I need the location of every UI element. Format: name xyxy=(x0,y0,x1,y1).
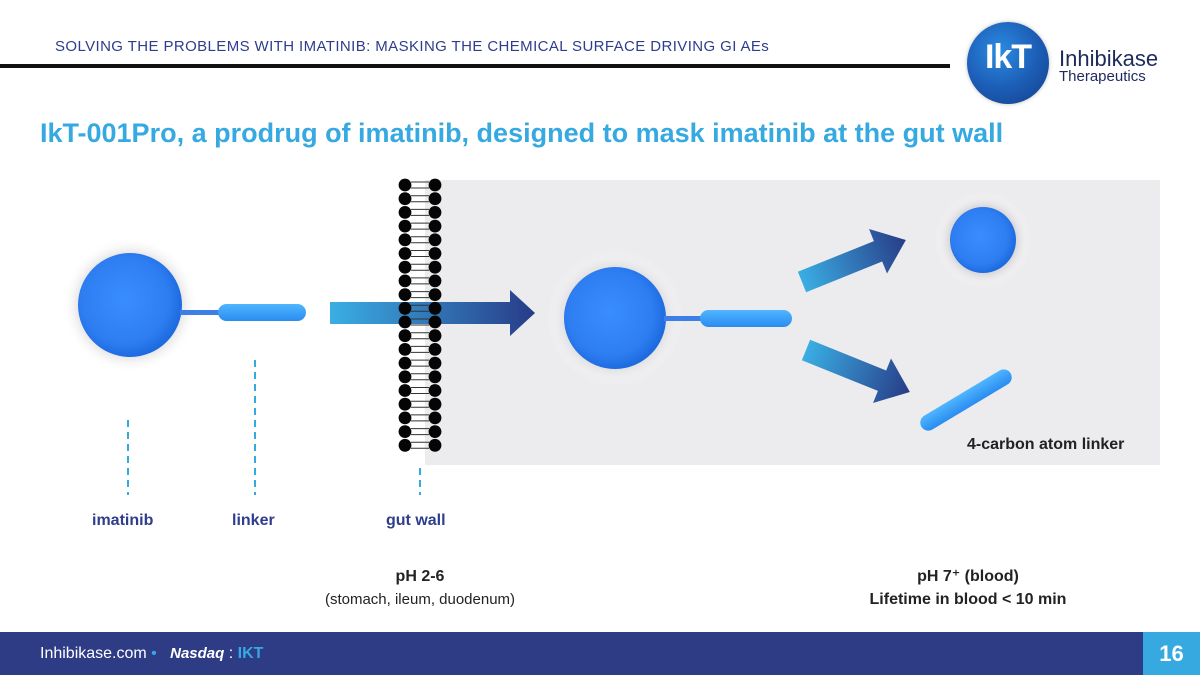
ph-gut: pH 2-6 (stomach, ileum, duodenum) xyxy=(300,565,540,611)
release-arrow-up xyxy=(797,229,906,293)
logo-name: Inhibikase xyxy=(1059,46,1159,71)
linker-connector xyxy=(180,310,222,315)
ph-gut-title: pH 2-6 xyxy=(395,568,445,585)
footer-separator: • xyxy=(151,645,157,662)
company-logo: IkT Inhibikase Therapeutics xyxy=(963,20,1178,110)
ph-blood-title: pH 7⁺ (blood) xyxy=(917,568,1019,585)
footer-colon: : xyxy=(228,645,234,662)
label-gut-wall: gut wall xyxy=(386,512,446,529)
imatinib-sphere xyxy=(78,253,182,357)
blood-linker-rod xyxy=(700,310,792,327)
blood-linker-connector xyxy=(664,316,704,321)
footer-bar: Inhibikase.com • Nasdaq : IKT xyxy=(0,632,1200,675)
ph-blood-detail: Lifetime in blood < 10 min xyxy=(869,591,1067,608)
ph-gut-detail: (stomach, ileum, duodenum) xyxy=(324,591,516,608)
slide-title: IkT-001Pro, a prodrug of imatinib, desig… xyxy=(40,118,1004,148)
blood-imatinib-sphere xyxy=(564,267,666,369)
release-arrow-down xyxy=(801,339,910,403)
label-linker: linker xyxy=(232,512,275,529)
released-linker xyxy=(920,369,1012,431)
footer-exchange: Nasdaq xyxy=(170,645,225,662)
header-title: SOLVING THE PROBLEMS WITH IMATINIB: MASK… xyxy=(55,38,770,55)
logo-subtitle: Therapeutics xyxy=(1059,68,1146,85)
ph-blood: pH 7⁺ (blood) Lifetime in blood < 10 min xyxy=(848,565,1088,611)
label-imatinib: imatinib xyxy=(92,512,154,529)
footer-ticker: IKT xyxy=(237,645,264,662)
prodrug-molecule-left xyxy=(62,237,306,373)
prodrug-molecule-blood xyxy=(547,250,792,386)
linker-rod xyxy=(218,304,306,321)
footer-website-link[interactable]: Inhibikase.com xyxy=(40,645,147,662)
header-rule xyxy=(0,64,950,68)
gut-wall-membrane xyxy=(398,178,442,452)
released-imatinib-sphere xyxy=(950,207,1016,273)
logo-circle xyxy=(967,22,1049,104)
page-number-box: 16 xyxy=(1143,632,1200,675)
label-4-carbon-linker: 4-carbon atom linker xyxy=(967,436,1125,453)
page-number: 16 xyxy=(1159,641,1184,666)
footer-text: Inhibikase.com • Nasdaq : IKT xyxy=(40,645,263,663)
logo-mark: IkT xyxy=(984,38,1032,76)
